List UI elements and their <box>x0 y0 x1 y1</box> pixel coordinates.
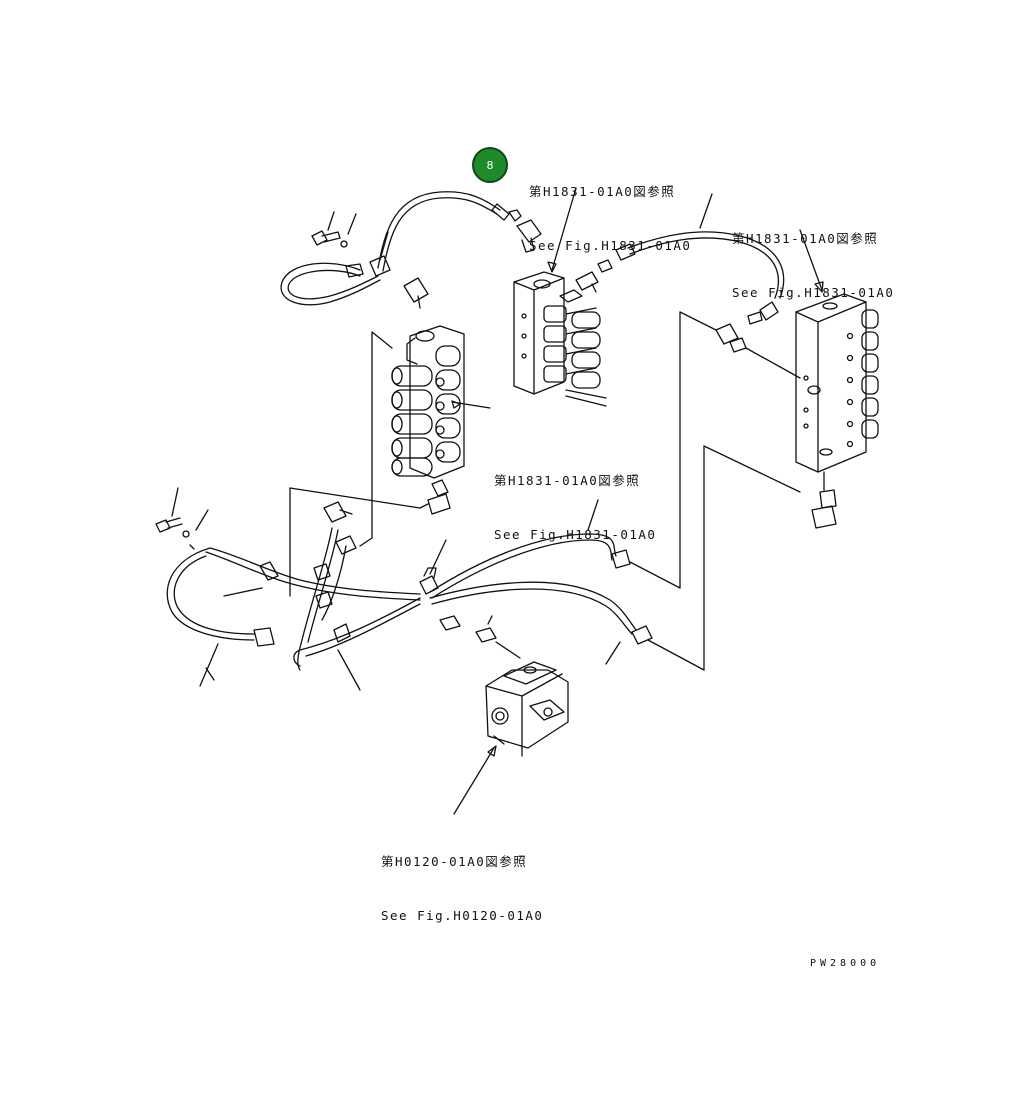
reference-label-3: 第H1831-01A0図参照 See Fig.H1831-01A0 <box>494 436 656 562</box>
reference-label-1-jp: 第H1831-01A0図参照 <box>529 184 676 199</box>
center-clamps <box>333 539 447 691</box>
bottom-control-valve <box>439 615 569 757</box>
reference-label-3-jp: 第H1831-01A0図参照 <box>494 473 641 488</box>
leader-ref-4 <box>453 747 495 815</box>
reference-label-4-jp: 第H0120-01A0図参照 <box>381 854 528 869</box>
reference-label-2-jp: 第H1831-01A0図参照 <box>732 231 879 246</box>
bolt-top-left <box>311 211 389 261</box>
reference-label-2-en: See Fig.H1831-01A0 <box>732 285 895 300</box>
upper-right-hose <box>615 193 785 325</box>
item-number-badge[interactable]: 8 <box>472 147 508 183</box>
reference-label-4-en: See Fig.H0120-01A0 <box>381 908 544 923</box>
central-hoses <box>429 499 653 665</box>
drawing-number: PW28000 <box>810 958 881 969</box>
reference-label-1-en: See Fig.H1831-01A0 <box>529 238 692 253</box>
left-long-hoses <box>166 544 421 687</box>
item-number-text: 8 <box>486 158 494 172</box>
leader-ref-1 <box>551 187 577 271</box>
left-valve-stack <box>391 325 465 515</box>
reference-label-3-en: See Fig.H1831-01A0 <box>494 527 657 542</box>
middle-valve-block <box>513 259 613 407</box>
arrow-ref-2 <box>814 281 824 293</box>
arrow-ref-4 <box>487 745 497 757</box>
arrow-ref-1 <box>547 261 557 273</box>
bolt-bottom-left <box>155 487 209 538</box>
reference-label-4: 第H0120-01A0図参照 See Fig.H0120-01A0 <box>381 817 543 943</box>
leader-frame-left <box>289 331 491 597</box>
reference-label-1: 第H1831-01A0図参照 See Fig.H1831-01A0 <box>529 147 691 273</box>
upper-left-hose-loop <box>280 255 429 309</box>
elbow-fitting-top <box>516 219 542 253</box>
reference-label-2: 第H1831-01A0図参照 See Fig.H1831-01A0 <box>732 194 894 320</box>
right-inlet-fitting <box>715 323 801 379</box>
center-vertical-hoses <box>297 501 357 671</box>
top-hose <box>377 191 522 272</box>
leader-frame-right <box>629 311 801 671</box>
right-valve-block <box>795 293 879 529</box>
leader-ref-2 <box>799 229 823 291</box>
